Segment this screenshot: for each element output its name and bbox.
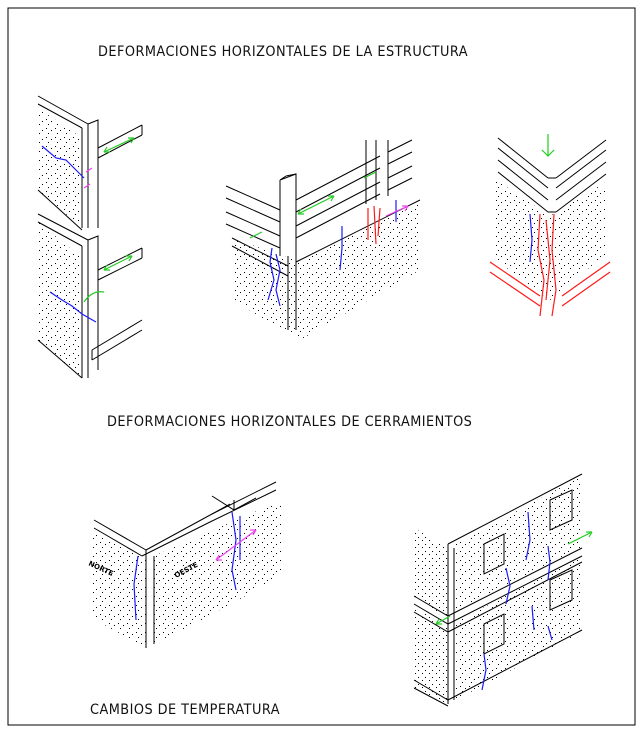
detail-wall-junction-upper bbox=[37, 95, 143, 231]
detail-frame-structure bbox=[225, 139, 421, 340]
detail-wall-corner-thermal bbox=[92, 481, 282, 648]
corner-cracks bbox=[489, 134, 611, 317]
detail-wall-junction-lower bbox=[37, 213, 143, 379]
detail-multistorey-facade bbox=[413, 473, 583, 707]
title-structure-deformation: DEFORMACIONES HORIZONTALES DE LA ESTRUCT… bbox=[98, 44, 469, 60]
detail-corner-compression bbox=[496, 137, 607, 300]
detail-upper-cracks bbox=[41, 137, 135, 189]
outer-border bbox=[7, 7, 636, 726]
thermal-cracks bbox=[133, 511, 257, 621]
frame-cracks bbox=[249, 171, 409, 307]
title-temperature-changes: CAMBIOS DE TEMPERATURA bbox=[90, 702, 281, 718]
facade-cracks bbox=[435, 511, 593, 691]
detail-lower-cracks bbox=[49, 255, 133, 323]
title-enclosure-deformation: DEFORMACIONES HORIZONTALES DE CERRAMIENT… bbox=[107, 414, 473, 430]
